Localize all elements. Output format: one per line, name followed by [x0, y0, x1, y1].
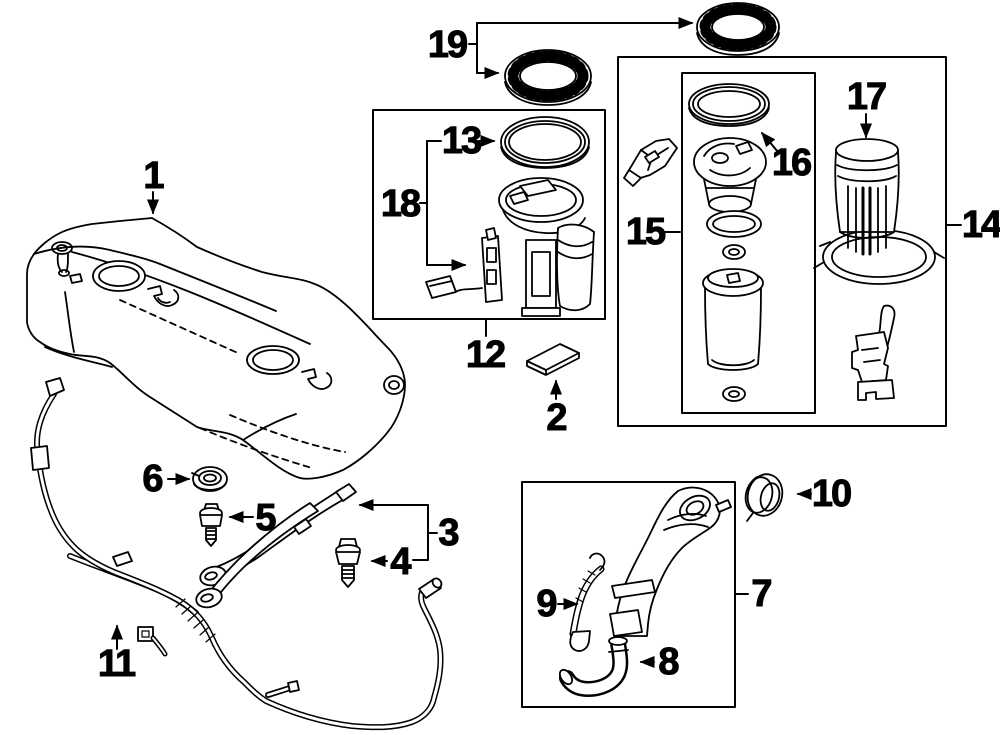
fuel-tank-drawing [26, 217, 406, 480]
tank-straps [195, 483, 357, 609]
fuel-cap [744, 473, 784, 522]
fuel-lines [30, 377, 444, 731]
callout-10: 10 [811, 473, 852, 515]
callout-2: 2 [546, 397, 568, 439]
grommet [191, 466, 228, 492]
filter-housing [813, 138, 945, 285]
connector [623, 138, 678, 187]
fuel-hose [558, 635, 629, 697]
callout-19: 19 [427, 24, 468, 66]
filter-parts-box [617, 56, 947, 427]
filler-neck-box [521, 481, 736, 708]
callout-12: 12 [465, 334, 506, 376]
pump-module-box [372, 109, 606, 320]
callout-1: 1 [143, 155, 165, 197]
callout-17: 17 [846, 76, 887, 118]
callout-16: 16 [771, 142, 812, 184]
fuel-pump-module [425, 177, 595, 317]
callout-18: 18 [380, 183, 421, 225]
o-ring-16 [688, 83, 770, 127]
pump-rotor [693, 137, 767, 213]
callout-6: 6 [142, 458, 164, 500]
callout-11: 11 [97, 643, 136, 685]
pump-bracket [851, 304, 896, 401]
seal-ring-13 [500, 116, 590, 169]
strap-bolt-4 [335, 538, 361, 588]
callout-14: 14 [961, 204, 1000, 246]
grommet-small-bottom [722, 386, 746, 402]
callout-5: 5 [255, 497, 277, 539]
callout-7: 7 [751, 573, 773, 615]
lock-rings [504, 2, 780, 106]
tank-pad [526, 343, 580, 376]
callout-4: 4 [390, 541, 412, 583]
callout-3: 3 [438, 512, 460, 554]
callout-15: 15 [625, 211, 666, 253]
callout-13: 13 [441, 120, 482, 162]
o-ring-small [706, 210, 762, 238]
filter-cartridge [702, 268, 764, 371]
filler-neck [609, 486, 732, 637]
callout-8: 8 [658, 641, 680, 683]
callout-9: 9 [536, 583, 558, 625]
leader-lines [111, 17, 962, 668]
strap-bolt-5 [199, 503, 223, 547]
neck-bracket [569, 552, 606, 652]
grommet-small-top [722, 244, 746, 260]
